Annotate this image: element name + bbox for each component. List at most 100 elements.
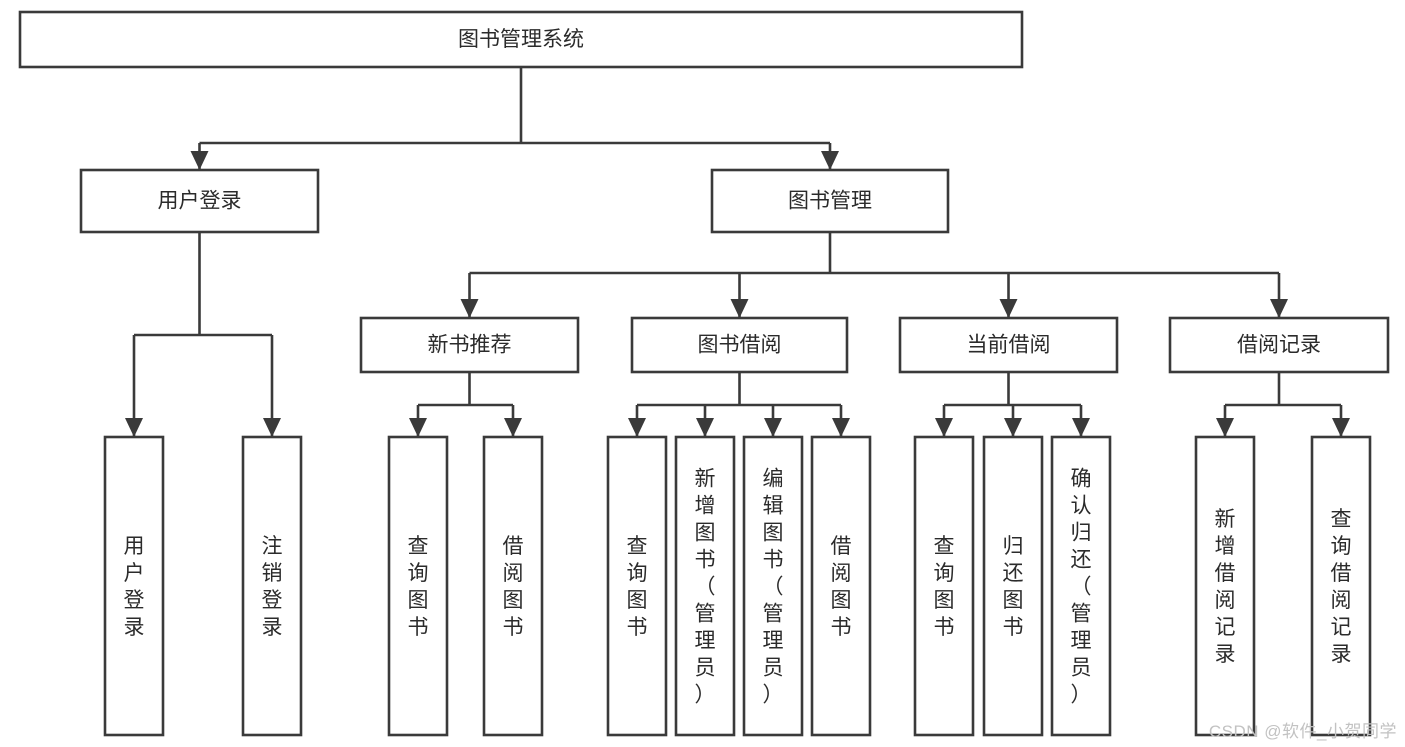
arrow-head-icon (764, 418, 782, 437)
node-label-char: （ (695, 576, 716, 599)
node-label-char: 书 (695, 549, 716, 572)
node-branch-当前借阅[interactable]: 当前借阅 (898, 316, 1119, 374)
arrow-head-icon (999, 299, 1018, 318)
node-label-char: 图 (934, 589, 955, 612)
node-label-char: 书 (503, 616, 524, 639)
node-box (1050, 435, 1112, 737)
node-label-char: 认 (1071, 495, 1092, 518)
node-label: 借阅记录 (1237, 334, 1321, 357)
node-label-char: 户 (124, 562, 145, 585)
arrow-head-icon (1216, 418, 1234, 437)
node-root-图书管理系统[interactable]: 图书管理系统 (18, 10, 1024, 69)
node-branch-图书借阅[interactable]: 图书借阅 (630, 316, 849, 374)
node-label-char: 询 (1331, 535, 1352, 558)
node-label-char: 书 (1003, 616, 1024, 639)
node-leaf-用户登录[interactable]: 用户登录 (103, 435, 165, 737)
node-label-char: 借 (1331, 562, 1352, 585)
node-label-char: 查 (627, 535, 648, 558)
node-label-char: 询 (934, 562, 955, 585)
node-box (482, 435, 544, 737)
node-label-char: 理 (695, 630, 716, 653)
node-label-char: 录 (1331, 643, 1352, 666)
arrow-head-icon (1332, 418, 1350, 437)
node-box (606, 435, 668, 737)
node-label-char: ） (695, 684, 716, 707)
node-label-char: 登 (262, 589, 283, 612)
node-branch-借阅记录[interactable]: 借阅记录 (1168, 316, 1390, 374)
node-label-char: （ (763, 576, 784, 599)
node-label-char: 用 (124, 535, 145, 558)
node-label-char: 查 (1331, 508, 1352, 531)
node-label-char: 录 (262, 616, 283, 639)
node-label-char: 录 (124, 616, 145, 639)
node-label-char: 图 (831, 589, 852, 612)
node-label-char: 询 (627, 562, 648, 585)
node-label-char: 图 (763, 522, 784, 545)
node-label-char: 查 (408, 535, 429, 558)
node-label-char: ） (1071, 684, 1092, 707)
node-label-char: 注 (262, 535, 283, 558)
node-box (913, 435, 975, 737)
arrow-head-icon (832, 418, 850, 437)
node-label-char: 编 (763, 468, 784, 491)
node-label-char: 图 (408, 589, 429, 612)
node-label: 图书管理系统 (458, 28, 584, 51)
node-branch-用户登录[interactable]: 用户登录 (79, 168, 320, 234)
node-label-char: 理 (763, 630, 784, 653)
node-label-char: 确 (1071, 468, 1092, 491)
arrow-head-icon (730, 299, 749, 318)
node-label-char: 借 (503, 535, 524, 558)
node-label: 用户登录 (158, 190, 242, 213)
node-label-char: 登 (124, 589, 145, 612)
connectors-layer (125, 67, 1350, 437)
node-box (241, 435, 303, 737)
node-box (810, 435, 872, 737)
node-box (674, 435, 736, 737)
node-box (898, 316, 1119, 374)
node-label-char: 理 (1071, 630, 1092, 653)
arrow-head-icon (460, 299, 479, 318)
node-label-char: 增 (1215, 535, 1236, 558)
node-label: 图书管理 (788, 190, 872, 213)
arrow-head-icon (696, 418, 714, 437)
node-box (387, 435, 449, 737)
node-box (1310, 435, 1372, 737)
arrow-head-icon (821, 151, 839, 170)
node-label-char: 询 (408, 562, 429, 585)
node-label-char: ） (763, 684, 784, 707)
node-label-char: 书 (408, 616, 429, 639)
arrow-head-icon (628, 418, 646, 437)
node-box (79, 168, 320, 234)
nodes-layer: 图书管理系统用户登录图书管理新书推荐图书借阅当前借阅借阅记录用户登录注销登录查询… (18, 10, 1390, 737)
node-label-char: 书 (627, 616, 648, 639)
node-box (359, 316, 580, 374)
node-label-char: （ (1071, 576, 1092, 599)
node-branch-图书管理[interactable]: 图书管理 (710, 168, 950, 234)
node-label-char: 辑 (763, 495, 784, 518)
node-label-char: 新 (1215, 508, 1236, 531)
node-label-char: 员 (695, 657, 716, 680)
arrow-head-icon (1072, 418, 1090, 437)
node-label-char: 阅 (503, 562, 524, 585)
node-branch-新书推荐[interactable]: 新书推荐 (359, 316, 580, 374)
node-label-char: 新 (695, 468, 716, 491)
node-label-char: 员 (763, 657, 784, 680)
node-box (18, 10, 1024, 69)
node-label-char: 管 (695, 603, 716, 626)
node-box (710, 168, 950, 234)
node-label-char: 阅 (1215, 589, 1236, 612)
arrow-head-icon (1270, 299, 1288, 318)
